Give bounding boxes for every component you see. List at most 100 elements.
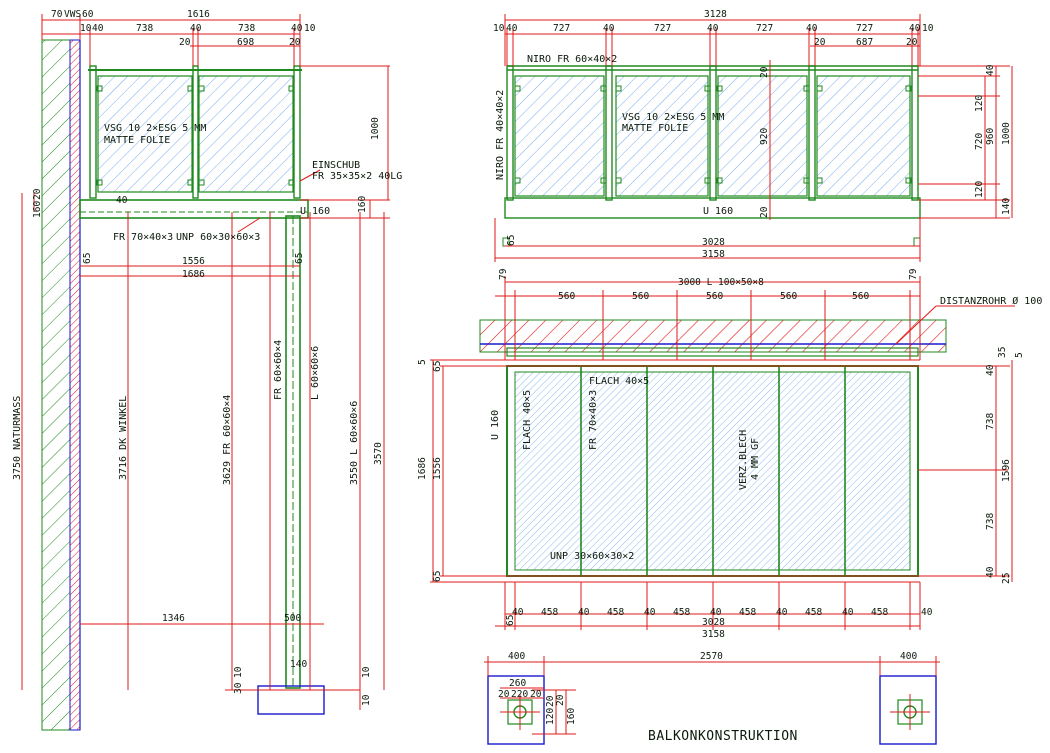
dim-side-40b: 40 [190, 23, 202, 34]
dim-front-120b: 120 [974, 181, 985, 198]
dim-side-738b: 738 [238, 23, 255, 34]
plan-sheet-label: VERZ.BLECH [738, 430, 749, 490]
dim-plan-738a: 738 [985, 413, 996, 430]
drawing-title: BALKONKONSTRUKTION [648, 729, 798, 744]
dim-plan-b458d: 458 [739, 607, 756, 618]
dim-plan-35: 35 [997, 347, 1008, 358]
dim-plan-b40f: 40 [842, 607, 854, 618]
dim-side-10e: 10 [361, 666, 372, 678]
dim-front-40f: 40 [985, 64, 996, 76]
dim-plan-560b: 560 [632, 291, 649, 302]
dim-plan-65a: 65 [432, 361, 443, 372]
dim-plan-5b: 5 [1014, 352, 1025, 358]
dim-side-10a: 10 [80, 23, 92, 34]
side-insert-label: EINSCHUB [312, 160, 360, 171]
front-foil-label: MATTE FOLIE [622, 123, 688, 134]
plan-view: 79 3000 L 100×50×8 79 560 560 560 560 56… [417, 268, 1042, 640]
dim-plan-b40b: 40 [578, 607, 590, 618]
dim-plan-b40a: 40 [512, 607, 524, 618]
dim-found-260: 260 [509, 678, 526, 689]
dim-front-720: 720 [974, 133, 985, 150]
dim-front-727c: 727 [756, 23, 773, 34]
plan-beam-label: U 160 [490, 410, 501, 440]
foundation-view: 400 2570 400 260 20 220 20 20 120 20 160 [484, 651, 940, 745]
dim-plan-79b: 79 [908, 268, 919, 280]
dim-plan-560d: 560 [780, 291, 797, 302]
dim-front-687: 687 [856, 37, 873, 48]
dim-side-60: 60 [82, 9, 94, 20]
side-fr60-length: 3629 FR 60×60×4 [222, 395, 233, 485]
foundation-left [487, 675, 545, 745]
dim-side-160b: 160 [32, 201, 43, 218]
dim-found-20a: 20 [498, 689, 510, 700]
dim-found-120: 120 [545, 708, 556, 725]
wall-insulation [69, 39, 81, 731]
dim-side-140: 140 [290, 659, 307, 670]
plan-flach-label: FLACH 40×5 [589, 376, 649, 387]
side-l60-label: L 60×60×6 [310, 346, 321, 400]
front-glass-panel-4 [816, 75, 911, 197]
dim-side-10b: 10 [304, 23, 316, 34]
dim-plan-b458e: 458 [805, 607, 822, 618]
wall-section [41, 39, 71, 731]
plan-flach-label-2: FLACH 40×5 [522, 390, 533, 450]
dim-plan-1596: 1596 [1001, 459, 1012, 482]
dim-side-698: 698 [237, 37, 254, 48]
front-glass-panel-1 [514, 75, 605, 197]
dim-front-1000: 1000 [1001, 122, 1012, 145]
side-insert-profile-label: FR 35×35×2 40LG [312, 171, 402, 182]
side-foundation [257, 685, 325, 715]
dim-side-1616: 1616 [187, 9, 210, 20]
dim-plan-738b: 738 [985, 513, 996, 530]
dim-side-1686: 1686 [182, 269, 205, 280]
dim-front-40e: 40 [909, 23, 921, 34]
dim-found-20b: 20 [530, 689, 542, 700]
dim-plan-b65: 65 [505, 615, 516, 626]
dim-front-727a: 727 [553, 23, 570, 34]
dim-side-10d: 10 [361, 694, 372, 706]
dim-side-30: 30 [233, 682, 244, 694]
plan-fr70-label: FR 70×40×3 [588, 390, 599, 450]
side-l60-length: 3550 L 60×60×6 [349, 401, 360, 485]
front-niro-top-label: NIRO FR 60×40×2 [527, 54, 617, 65]
dim-plan-560e: 560 [852, 291, 869, 302]
dim-front-727d: 727 [856, 23, 873, 34]
dim-plan-3000: 3000 L 100×50×8 [678, 277, 764, 288]
dim-plan-b40e: 40 [776, 607, 788, 618]
dim-side-40c: 40 [291, 23, 303, 34]
dim-front-3128: 3128 [704, 9, 727, 20]
dim-side-65b: 65 [294, 253, 305, 264]
plan-wall-section [479, 319, 947, 353]
side-glass-panel-2 [198, 75, 294, 193]
dim-found-400a: 400 [508, 651, 525, 662]
dim-front-140: 140 [1001, 198, 1012, 215]
front-glass-label: VSG 10 2×ESG 5 MM [622, 112, 724, 123]
side-glass-label: VSG 10 2×ESG 5 MM [104, 123, 206, 134]
dim-front-727b: 727 [654, 23, 671, 34]
front-beam-label: U 160 [703, 206, 733, 217]
dim-plan-560a: 560 [558, 291, 575, 302]
dim-plan-b458c: 458 [673, 607, 690, 618]
dim-side-65a: 65 [82, 253, 93, 264]
foundation-right [879, 675, 937, 745]
dim-front-3158: 3158 [702, 249, 725, 260]
dim-plan-1556: 1556 [432, 457, 443, 480]
dim-plan-1686: 1686 [417, 457, 428, 480]
dim-plan-3158: 3158 [702, 629, 725, 640]
dim-side-40a: 40 [92, 23, 104, 34]
dim-front-40b: 40 [603, 23, 615, 34]
dim-plan-25: 25 [1001, 573, 1012, 584]
dim-front-20d: 20 [759, 206, 770, 218]
dim-plan-3028: 3028 [702, 617, 725, 628]
dim-plan-b40d: 40 [710, 607, 722, 618]
side-beam-label: U 160 [300, 206, 330, 217]
dim-front-920: 920 [759, 128, 770, 145]
front-glass-panel-3 [717, 75, 808, 197]
dim-plan-b40c: 40 [644, 607, 656, 618]
side-unp60-label: UNP 60×30×60×3 [176, 232, 260, 243]
dim-found-20d: 20 [555, 694, 566, 706]
dim-found-20c: 20 [545, 695, 556, 707]
dim-side-20a: 20 [179, 37, 191, 48]
